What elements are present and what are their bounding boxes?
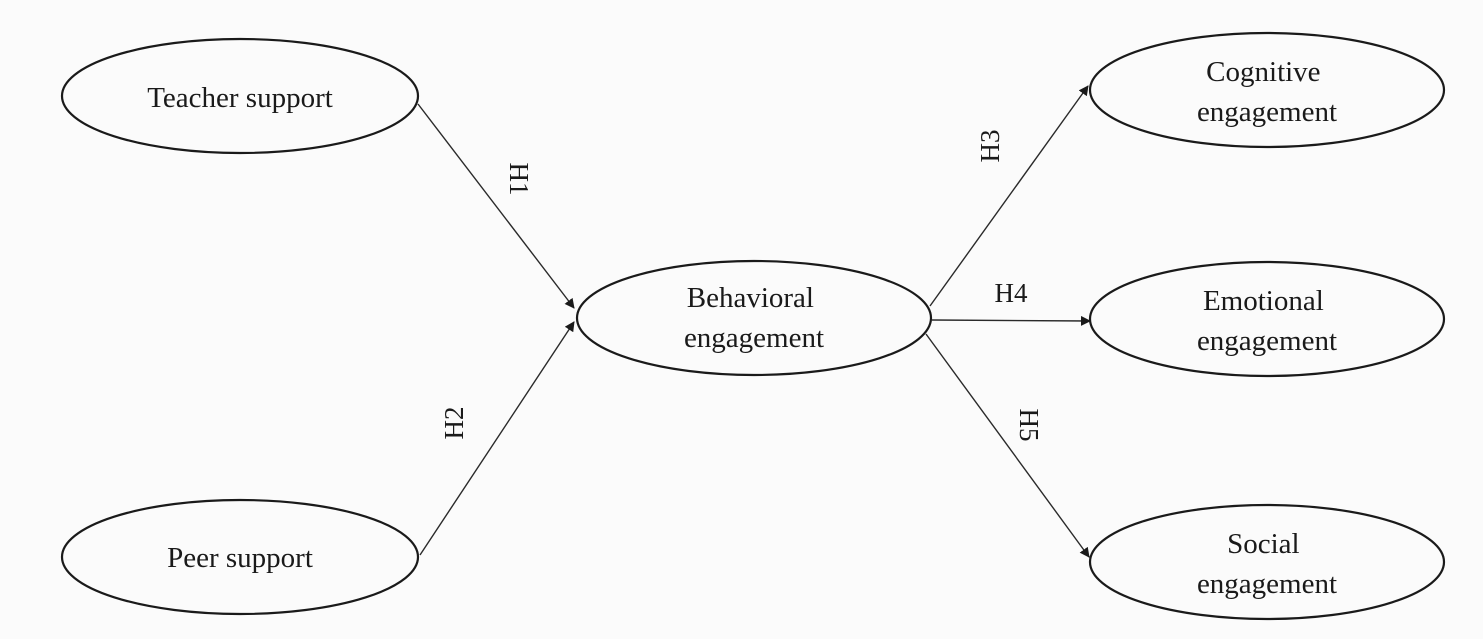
edges: H1 H2 H3 H4 H5 bbox=[417, 85, 1091, 558]
node-behavioral-engagement: Behavioral engagement bbox=[575, 259, 933, 377]
node-behavioral-engagement-line-2: engagement bbox=[684, 322, 824, 354]
edge-h5: H5 bbox=[925, 333, 1090, 558]
node-cognitive-engagement: Cognitive engagement bbox=[1088, 31, 1446, 149]
node-social-engagement: Social engagement bbox=[1088, 503, 1446, 621]
node-cognitive-engagement-ellipse bbox=[1088, 31, 1446, 149]
edge-h3-label: H3 bbox=[975, 130, 1005, 163]
node-cognitive-engagement-line-2: engagement bbox=[1197, 96, 1337, 128]
node-emotional-engagement-line-1: Emotional bbox=[1203, 285, 1324, 317]
node-peer-support-line-1: Peer support bbox=[167, 542, 313, 574]
nodes: Teacher support Peer support Behavioral … bbox=[60, 31, 1446, 621]
node-social-engagement-line-1: Social bbox=[1227, 528, 1300, 560]
node-teacher-support-ellipse bbox=[60, 37, 420, 155]
node-teacher-support-label: Teacher support bbox=[147, 82, 333, 114]
edge-h5-arrow bbox=[925, 333, 1090, 558]
node-teacher-support: Teacher support bbox=[60, 37, 420, 155]
edge-h1: H1 bbox=[417, 103, 575, 309]
node-cognitive-engagement-line-1: Cognitive bbox=[1206, 56, 1320, 88]
node-peer-support-label: Peer support bbox=[167, 542, 313, 574]
node-social-engagement-ellipse bbox=[1088, 503, 1446, 621]
edge-h4-label: H4 bbox=[995, 278, 1028, 308]
node-peer-support: Peer support bbox=[60, 498, 420, 616]
edge-h1-label: H1 bbox=[504, 163, 534, 196]
edge-h3: H3 bbox=[929, 85, 1089, 307]
node-social-engagement-label: Social engagement bbox=[1197, 528, 1337, 600]
edge-h3-arrow bbox=[929, 85, 1089, 307]
node-behavioral-engagement-ellipse bbox=[575, 259, 933, 377]
edge-h4: H4 bbox=[931, 278, 1091, 326]
edge-h4-arrow bbox=[931, 315, 1091, 326]
edge-h1-arrow bbox=[417, 103, 575, 309]
edge-h5-label: H5 bbox=[1014, 409, 1044, 442]
node-cognitive-engagement-label: Cognitive engagement bbox=[1197, 56, 1337, 128]
node-social-engagement-line-2: engagement bbox=[1197, 568, 1337, 600]
node-emotional-engagement-ellipse bbox=[1088, 260, 1446, 378]
node-peer-support-ellipse bbox=[60, 498, 420, 616]
node-emotional-engagement-line-2: engagement bbox=[1197, 325, 1337, 357]
edge-h2: H2 bbox=[419, 321, 575, 556]
edge-h2-label: H2 bbox=[439, 407, 469, 440]
node-behavioral-engagement-line-1: Behavioral bbox=[687, 282, 814, 314]
node-emotional-engagement: Emotional engagement bbox=[1088, 260, 1446, 378]
edge-h2-arrow bbox=[419, 321, 575, 556]
node-behavioral-engagement-label: Behavioral engagement bbox=[684, 282, 824, 354]
node-emotional-engagement-label: Emotional engagement bbox=[1197, 285, 1337, 357]
node-teacher-support-line-1: Teacher support bbox=[147, 82, 333, 114]
